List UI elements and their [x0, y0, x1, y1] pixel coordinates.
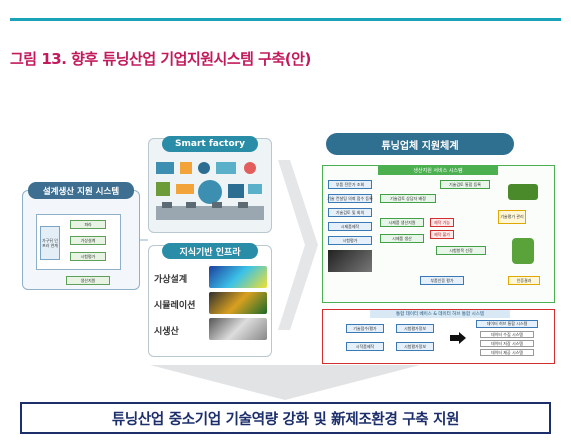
flow-box: 기술 컨설팅 의뢰 접수 등록	[327, 194, 373, 203]
flow-box: 시제품 생산지원	[380, 218, 424, 227]
infra-item-label: 가상설계	[154, 275, 188, 285]
alert-icon	[244, 162, 256, 174]
right-chevron-arrow	[278, 160, 318, 330]
design-item: 시험평가	[70, 252, 106, 261]
prototype-image	[209, 318, 267, 340]
design-item: 파라	[70, 220, 106, 229]
flow-box: 시제품 생산	[380, 234, 424, 243]
flow-box: 부품 전문가 조회	[328, 180, 372, 189]
figure-title: 그림 13. 향후 튜닝산업 기업지원시스템 구축(안)	[10, 50, 311, 68]
hub-box: 데이터 허브 통합 시스템	[476, 320, 538, 328]
flow-box: 기술평가 관리	[498, 210, 526, 224]
truck-icon	[176, 184, 194, 194]
goal-banner: 튜닝산업 중소기업 기술역량 강화 및 新제조환경 구축 지원	[20, 402, 551, 434]
machine-icon	[186, 202, 196, 208]
gear-icon	[198, 162, 210, 174]
flow-box: 시험평가	[328, 236, 372, 245]
smart-factory-title: Smart factory	[162, 136, 258, 152]
hub-item: 데이터 수집 시스템	[480, 331, 534, 338]
virtual-design-image	[209, 266, 267, 288]
integration-box: 시작품제작	[346, 342, 384, 351]
integration-box: 기술접수/평가	[346, 324, 384, 333]
machine-icon	[212, 202, 222, 208]
factory-icon-cluster	[156, 162, 264, 220]
goal-banner-text: 튜닝산업 중소기업 기술역량 강화 및 新제조환경 구축 지원	[111, 411, 460, 428]
database-icon	[228, 184, 244, 198]
flow-box: 제작 불가	[430, 230, 454, 239]
flow-box: 기술검토 통합 등록	[440, 180, 490, 189]
hub-item: 데이터 제공 시스템	[480, 349, 534, 356]
machine-icon	[162, 202, 172, 208]
infra-item-label: 시뮬레이션	[154, 301, 196, 311]
flow-box: 제작 가능	[430, 218, 454, 227]
database-icon	[508, 184, 538, 200]
arrow-right-icon	[450, 332, 466, 344]
integration-header: 통합 데이터 베이스 & 데이터 허브 통합 시스템	[370, 310, 510, 318]
flow-box: 인증결과	[508, 276, 540, 285]
flow-box: 기술검토 및 회의	[328, 208, 372, 217]
phone-icon	[248, 184, 262, 194]
support-system-title: 튜닝업체 지원체계	[326, 133, 514, 155]
flow-box: 시제품제작	[328, 222, 372, 231]
design-support-title: 설계생산 지원 시스템	[28, 182, 134, 199]
service-system-header: 생산지원 서비스 시스템	[378, 166, 498, 175]
cloud-hub-icon	[198, 180, 222, 204]
integration-box: 시험평가정보	[396, 342, 434, 351]
knowledge-infra-title: 지식기반 인프라	[162, 243, 258, 259]
design-item: 가상설계	[70, 236, 106, 245]
machine-icon	[238, 202, 248, 208]
production-support-box: 생산지원	[66, 276, 110, 285]
robot-icon	[180, 162, 192, 174]
integration-panel	[322, 309, 555, 364]
top-rule	[10, 18, 561, 21]
integration-box: 시험평가정보	[396, 324, 434, 333]
sensor-icon	[156, 182, 170, 196]
infra-link-box: 가구뒤 인프라 연계	[40, 226, 60, 260]
factory-floor-icon	[156, 206, 264, 220]
database-icon	[512, 238, 534, 264]
flow-box: 시험항목 선정	[436, 246, 486, 255]
flow-box: 기술검토 상담자 배정	[380, 194, 436, 203]
hub-item: 데이터 저장 시스템	[480, 340, 534, 347]
server-icon	[216, 162, 236, 174]
down-triangle-arrow	[150, 365, 420, 400]
flow-box: 부품인증 평가	[420, 276, 464, 285]
monitor-icon	[156, 162, 174, 174]
simulation-image	[209, 292, 267, 314]
infra-item-label: 시생산	[154, 327, 179, 337]
vehicle-photo	[328, 250, 372, 272]
